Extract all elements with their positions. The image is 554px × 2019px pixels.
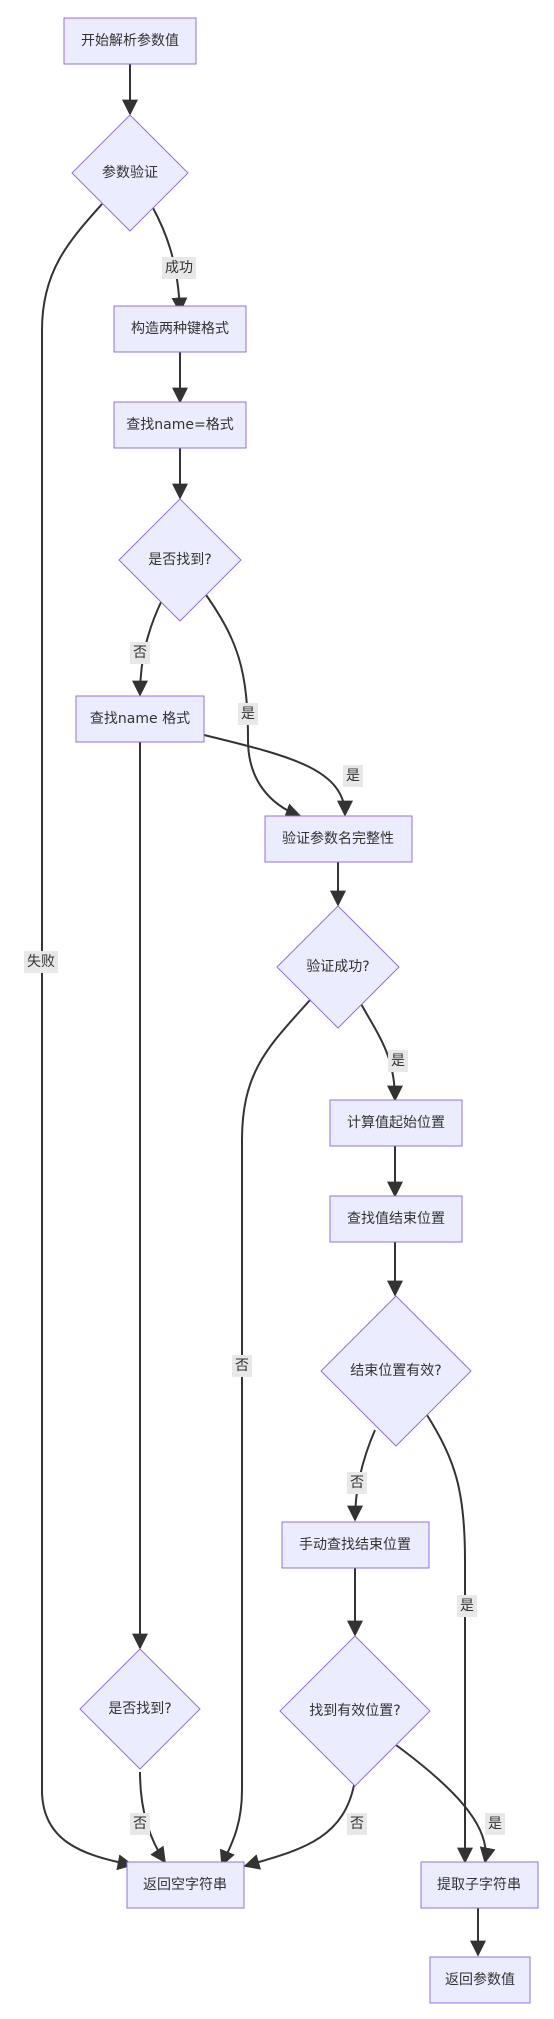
nodes: 开始解析参数值 参数验证 构造两种键格式 查找name=格式 是否找到? 查找n… [63, 17, 539, 2004]
svg-text:否: 否 [133, 1816, 147, 1832]
node-start: 开始解析参数值 [63, 17, 197, 65]
node-find-end: 查找值结束位置 [329, 1195, 463, 1243]
edge-label-yes-found1: 是 [238, 703, 258, 725]
edge-find-space-to-verify-name-yes [203, 734, 353, 817]
svg-text:查找name 格式: 查找name 格式 [90, 711, 190, 727]
svg-text:构造两种键格式: 构造两种键格式 [131, 321, 229, 337]
node-calc-start: 计算值起始位置 [329, 1099, 463, 1147]
edge-found1-to-find-space-no [132, 599, 163, 697]
node-find-eq: 查找name=格式 [113, 401, 247, 449]
node-extract: 提取子字符串 [420, 1861, 539, 1909]
svg-text:是: 是 [460, 1598, 474, 1614]
edges [41, 64, 496, 1957]
svg-text:失败: 失败 [27, 954, 55, 970]
edge-label-no-found2: 否 [130, 1813, 150, 1835]
node-return-value: 返回参数值 [429, 1956, 531, 2004]
svg-text:否: 否 [350, 1816, 364, 1832]
svg-text:查找name=格式: 查找name=格式 [126, 417, 233, 433]
edge-label-success: 成功 [162, 257, 196, 279]
edge-validate-to-build-keys [151, 205, 188, 314]
edge-label-no-end: 否 [347, 1472, 367, 1494]
svg-text:返回参数值: 返回参数值 [445, 1971, 515, 1988]
svg-text:验证参数名完整性: 验证参数名完整性 [282, 830, 394, 847]
node-build-keys: 构造两种键格式 [113, 305, 247, 353]
node-found2: 是否找到? [79, 1648, 201, 1770]
edge-labels: 成功 失败 否 是 是 否 是 否 [24, 257, 505, 1835]
node-end-valid: 结束位置有效? [320, 1295, 472, 1447]
svg-text:是: 是 [241, 706, 255, 722]
svg-text:是否找到?: 是否找到? [148, 552, 211, 568]
edge-label-no-valid: 否 [347, 1813, 367, 1835]
edge-label-yes-verify: 是 [388, 1050, 408, 1072]
svg-text:提取子字符串: 提取子字符串 [437, 1877, 521, 1893]
node-found-valid: 找到有效位置? [279, 1635, 431, 1787]
svg-text:手动查找结束位置: 手动查找结束位置 [299, 1537, 411, 1553]
edge-validate-to-return-empty-fail [41, 203, 134, 1871]
edge-label-yes-space: 是 [343, 765, 363, 787]
edge-label-no-found1: 否 [130, 642, 150, 664]
node-return-empty: 返回空字符串 [126, 1861, 245, 1909]
svg-text:否: 否 [235, 1358, 249, 1374]
svg-text:否: 否 [350, 1475, 364, 1491]
node-found1: 是否找到? [118, 498, 242, 622]
edge-verify-ok-to-return-empty-no [219, 999, 311, 1867]
svg-text:参数验证: 参数验证 [102, 164, 158, 181]
node-manual-find: 手动查找结束位置 [281, 1521, 430, 1569]
edge-label-fail: 失败 [24, 951, 58, 973]
edge-end-valid-to-extract-yes [426, 1414, 473, 1864]
svg-text:查找值结束位置: 查找值结束位置 [347, 1211, 445, 1227]
svg-text:是: 是 [391, 1053, 405, 1069]
svg-text:是: 是 [488, 1816, 502, 1832]
edge-label-no-verify: 否 [232, 1355, 252, 1377]
node-validate-params: 参数验证 [71, 114, 189, 232]
svg-text:验证成功?: 验证成功? [306, 959, 369, 975]
edge-label-yes-valid: 是 [485, 1813, 505, 1835]
svg-text:否: 否 [133, 645, 147, 661]
edge-found-valid-to-extract-yes [395, 1744, 496, 1864]
node-verify-ok: 验证成功? [276, 905, 400, 1029]
svg-text:返回空字符串: 返回空字符串 [143, 1877, 227, 1893]
svg-text:计算值起始位置: 计算值起始位置 [347, 1115, 445, 1131]
svg-text:成功: 成功 [165, 260, 193, 276]
edge-label-yes-end: 是 [457, 1595, 477, 1617]
svg-text:开始解析参数值: 开始解析参数值 [81, 32, 179, 49]
svg-text:结束位置有效?: 结束位置有效? [350, 1363, 441, 1379]
edge-found-valid-to-return-empty-no [243, 1779, 356, 1870]
svg-text:找到有效位置?: 找到有效位置? [309, 1703, 400, 1719]
svg-text:是: 是 [346, 768, 360, 784]
edge-found1-to-verify-name-yes [203, 591, 302, 819]
svg-text:是否找到?: 是否找到? [108, 1701, 171, 1717]
edge-verify-ok-to-calc-start-yes [359, 1001, 403, 1102]
node-verify-name: 验证参数名完整性 [264, 815, 413, 863]
node-find-space: 查找name 格式 [75, 695, 205, 743]
